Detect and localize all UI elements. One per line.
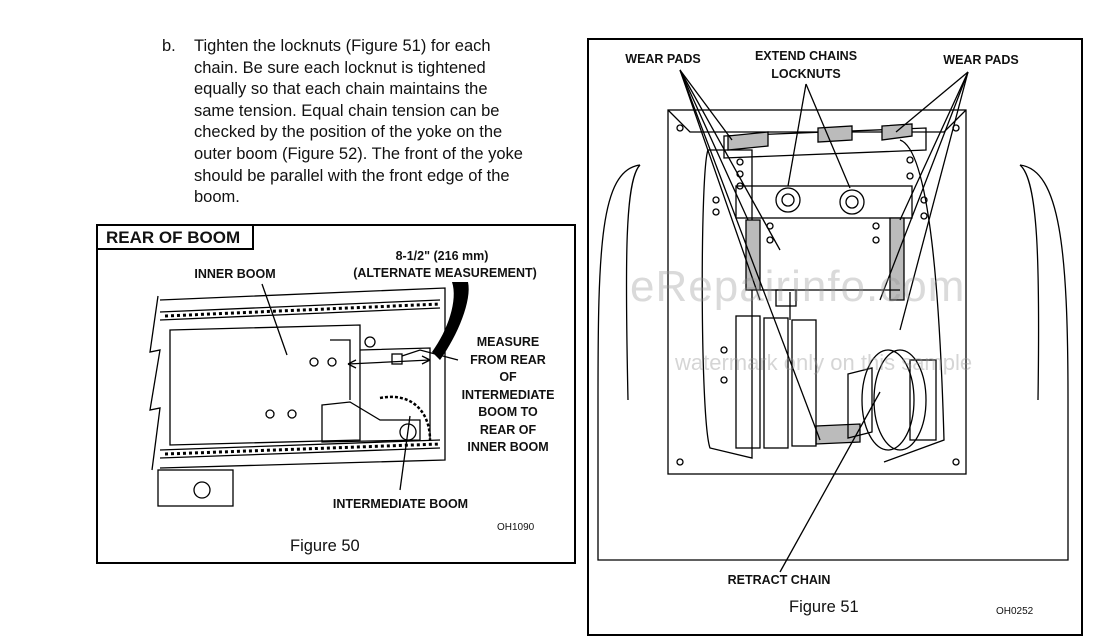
measure-line: INTERMEDIATE	[461, 387, 555, 402]
wear-pads-right-label: WEAR PADS	[943, 53, 1019, 67]
wear-pads-left-label: WEAR PADS	[625, 52, 701, 66]
step-letter: b.	[162, 37, 176, 55]
inner-boom-leader	[261, 283, 288, 356]
figure-50-frame	[96, 224, 576, 564]
top-chain	[164, 302, 441, 318]
wear-pads-left-leader	[679, 69, 733, 141]
figure-50-code: OH1090	[497, 522, 535, 533]
rear-of-boom-badge: REAR OF BOOM	[98, 226, 254, 250]
intermediate-boom-leader	[399, 415, 411, 491]
step-line: same tension. Equal chain tension can be	[194, 101, 500, 120]
bottom-bracket	[157, 469, 234, 507]
watermark-sub: watermark only on this sample	[675, 350, 973, 375]
alt-measure-line1: 8-1/2" (216 mm)	[395, 249, 489, 263]
step-text: Tighten the locknuts (Figure 51) for eac…	[194, 36, 574, 209]
extend-chains-leader	[787, 83, 807, 187]
watermark-main: eRepairinfo.com	[630, 262, 966, 311]
locknut-right	[839, 189, 865, 215]
measure-line: REAR OF	[479, 422, 537, 437]
sheave-stack-left	[791, 319, 817, 447]
inner-boom-plate	[169, 324, 361, 446]
step-line: boom.	[194, 188, 240, 207]
retract-chain-label: RETRACT CHAIN	[727, 573, 831, 587]
wear-pad	[817, 125, 853, 143]
figure-50-caption: Figure 50	[290, 537, 360, 555]
step-line: Tighten the locknuts (Figure 51) for eac…	[194, 37, 491, 55]
outer-boom-sides	[597, 164, 1069, 561]
alt-measure-line2: (ALTERNATE MEASUREMENT)	[353, 266, 537, 280]
sheave-stack-right	[873, 349, 927, 451]
wear-pads-right-leader	[895, 71, 969, 133]
figure-51-code: OH0252	[996, 606, 1034, 617]
intermediate-boom-label: INTERMEDIATE BOOM	[332, 497, 469, 511]
yoke	[321, 401, 421, 443]
step-line: equally so that each chain maintains the	[194, 80, 488, 99]
extend-chains-line1: EXTEND CHAINS	[754, 49, 858, 63]
measure-line: FROM REAR	[470, 352, 546, 367]
top-yoke	[735, 185, 913, 219]
extend-chains-line2: LOCKNUTS	[771, 66, 841, 81]
measure-line: OF	[499, 370, 517, 384]
measure-line: MEASURE	[476, 335, 540, 349]
measure-label: MEASURE FROM REAR OF INTERMEDIATE BOOM T…	[452, 334, 564, 457]
measure-line: BOOM TO	[478, 405, 538, 419]
alt-measure-arrow	[432, 282, 469, 360]
measure-line: INNER BOOM	[467, 440, 549, 454]
locknut-left	[775, 187, 801, 213]
step-line: should be parallel with the front edge o…	[194, 166, 510, 185]
boom-outline	[159, 287, 446, 469]
bottom-chain	[164, 442, 441, 456]
step-line: outer boom (Figure 52). The front of the…	[194, 144, 523, 163]
retract-chain-leader	[779, 391, 881, 573]
step-line: chain. Be sure each locknut is tightened	[194, 58, 486, 77]
extend-chains-label: EXTEND CHAINS LOCKNUTS	[742, 48, 870, 83]
figure-51-caption: Figure 51	[789, 598, 859, 616]
inner-boom-label: INNER BOOM	[194, 267, 276, 281]
wear-pad	[727, 131, 769, 151]
break-line	[149, 295, 161, 471]
measure-leader	[401, 349, 459, 361]
step-line: checked by the position of the yoke on t…	[194, 123, 503, 142]
